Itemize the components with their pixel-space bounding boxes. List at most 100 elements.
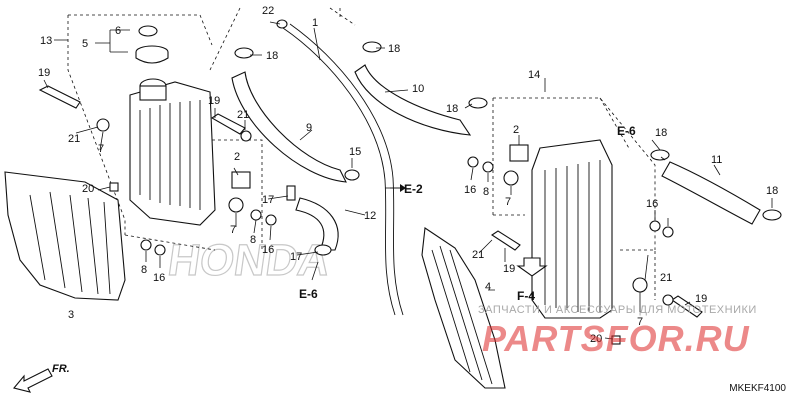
ref-arrow-f4	[516, 257, 548, 277]
grommet	[662, 294, 674, 306]
collar	[662, 226, 674, 238]
grommet	[632, 277, 648, 293]
front-direction-label: FR.	[52, 363, 70, 375]
callout-7: 7	[230, 224, 236, 236]
hose-clamp	[234, 47, 254, 59]
callout-14: 14	[528, 69, 540, 81]
ref-e6-right: E-6	[617, 124, 636, 138]
hose-clamp	[468, 97, 488, 109]
watermark-logo: PARTSFOR.RU	[482, 318, 750, 359]
callout-7: 7	[505, 196, 511, 208]
callout-6: 6	[115, 25, 121, 37]
callout-17: 17	[290, 251, 302, 263]
leader-lines-right	[376, 47, 773, 340]
left-assembly-outline	[67, 14, 263, 251]
collar	[265, 214, 277, 226]
callout-12: 12	[364, 210, 376, 222]
callout-15: 15	[349, 146, 361, 158]
hose-9	[231, 71, 347, 183]
callout-21: 21	[68, 133, 80, 145]
ref-f4: F-4	[517, 289, 535, 303]
hose-clamp	[762, 209, 782, 221]
hose-clamp	[344, 169, 360, 181]
right-radiator	[531, 139, 613, 319]
right-assembly-outline	[492, 97, 656, 250]
hose-clamp	[650, 149, 670, 161]
collar	[467, 156, 479, 168]
clip	[109, 182, 119, 192]
callout-18: 18	[446, 103, 458, 115]
collar	[154, 244, 166, 256]
hose-clamp	[362, 41, 382, 53]
leader-lines-cap	[54, 29, 130, 53]
ref-e2: E-2	[404, 182, 423, 196]
callout-20: 20	[82, 183, 94, 195]
callout-13: 13	[40, 35, 52, 47]
bolt	[38, 85, 81, 109]
callout-20: 20	[590, 333, 602, 345]
bolt	[671, 295, 703, 318]
hose-1	[282, 27, 396, 316]
callout-5: 5	[82, 38, 88, 50]
callout-17: 17	[262, 194, 274, 206]
hose-11	[661, 161, 761, 225]
callout-8: 8	[483, 186, 489, 198]
right-radiator-fins	[544, 160, 601, 312]
ref-arrow-e6	[311, 261, 319, 281]
callout-2: 2	[513, 124, 519, 136]
hose-1-outline	[209, 7, 356, 71]
grommet	[503, 170, 519, 186]
filler-neck-body	[139, 85, 167, 101]
grommet	[240, 130, 252, 142]
hose-clamp	[276, 19, 288, 29]
grommet	[228, 197, 244, 213]
callout-11: 11	[711, 154, 722, 166]
left-radiator-shroud	[4, 171, 126, 301]
left-radiator	[129, 81, 216, 226]
callout-21: 21	[237, 109, 249, 121]
shroud-louvers-left	[29, 191, 111, 295]
grommet	[96, 118, 110, 132]
callout-21: 21	[660, 272, 672, 284]
callout-16: 16	[464, 184, 476, 196]
cap-seal	[138, 25, 158, 37]
honda-watermark: HONDA	[165, 236, 333, 285]
hose-1-edge	[289, 23, 404, 316]
callout-1: 1	[312, 17, 318, 29]
callout-19: 19	[208, 95, 220, 107]
radiator-cap-body	[135, 52, 169, 64]
callout-19: 19	[38, 67, 50, 79]
right-assembly-outline-lower	[620, 249, 656, 300]
hose-clamp	[314, 244, 332, 256]
callout-16: 16	[153, 272, 165, 284]
callout-8: 8	[250, 234, 256, 246]
collar	[140, 239, 152, 251]
callout-22: 22	[262, 5, 274, 17]
callout-18: 18	[655, 127, 667, 139]
callout-4: 4	[485, 281, 491, 293]
clip	[611, 335, 621, 345]
callout-9: 9	[306, 122, 312, 134]
ref-arrow-e2-head	[400, 184, 406, 192]
callout-18: 18	[766, 185, 778, 197]
mount-rubber	[231, 171, 251, 189]
callout-19: 19	[695, 293, 707, 305]
callout-7: 7	[98, 143, 104, 155]
callout-8: 8	[141, 264, 147, 276]
callout-18: 18	[388, 43, 400, 55]
front-direction-arrow	[13, 368, 53, 393]
callout-16: 16	[646, 198, 658, 210]
callout-3: 3	[68, 309, 74, 321]
hose-fitting	[286, 185, 296, 201]
ref-e6-left: E-6	[299, 287, 318, 301]
callout-10: 10	[412, 83, 424, 95]
callout-21: 21	[472, 249, 484, 261]
diagram-code: MKEKF4100	[729, 383, 786, 394]
shroud-louvers-right	[431, 245, 493, 385]
hose-10	[354, 64, 472, 136]
right-radiator-shroud	[421, 227, 506, 389]
callout-2: 2	[234, 151, 240, 163]
collar	[482, 161, 494, 173]
